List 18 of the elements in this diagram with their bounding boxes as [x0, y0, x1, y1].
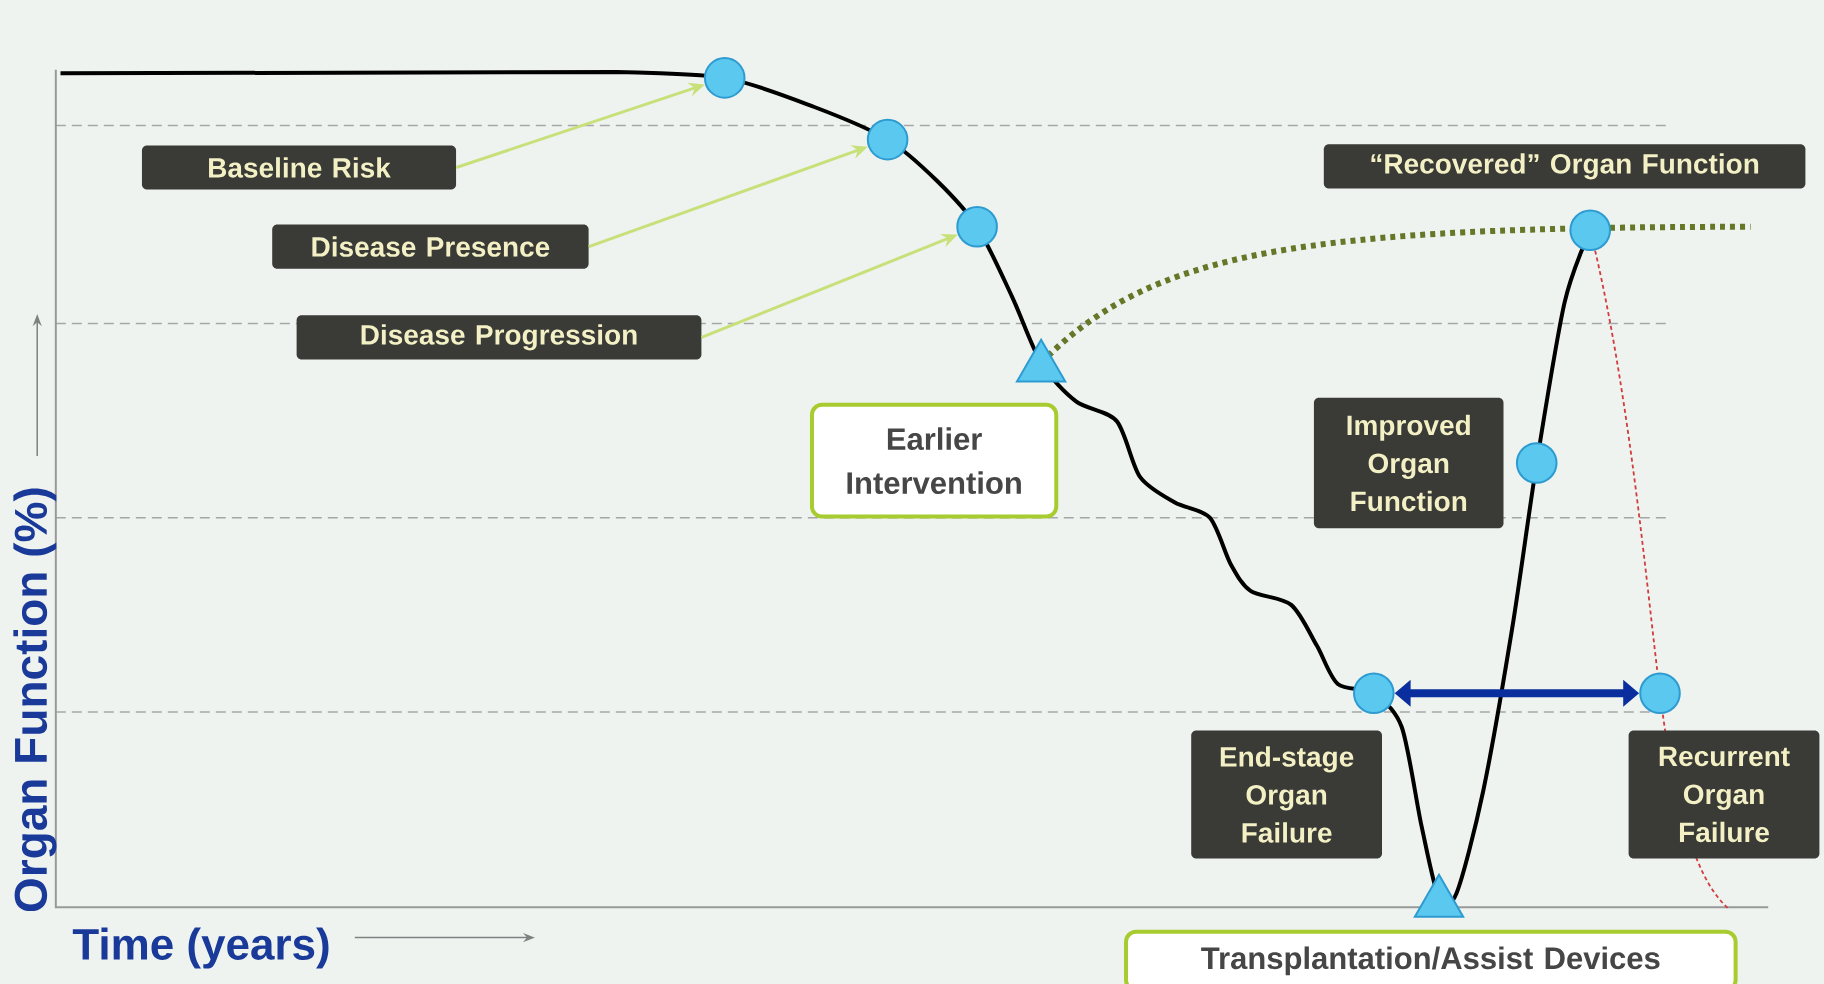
- label-box: Disease Presence: [272, 224, 589, 269]
- axis-label: Time (years): [72, 927, 329, 969]
- marker-circle: [1515, 442, 1558, 484]
- marker-circle: [1353, 672, 1395, 715]
- label-box: “Recovered” Organ Function: [1323, 144, 1806, 189]
- marker-circle: [1569, 209, 1611, 252]
- marker-circle: [866, 118, 909, 161]
- label-box: Improved Organ Function: [1313, 397, 1504, 529]
- marker-circle: [703, 57, 746, 99]
- label-box: Baseline Risk: [141, 145, 457, 190]
- marker-circle: [956, 206, 998, 248]
- marker-circle: [1639, 672, 1681, 715]
- axis-label: Organ Function (%): [13, 488, 57, 912]
- label-box: Disease Progression: [296, 315, 702, 360]
- callout-box: Earlier Intervention: [809, 402, 1059, 519]
- label-box: Recurrent Organ Failure: [1628, 730, 1820, 859]
- label-box: End-stage Organ Failure: [1191, 730, 1382, 859]
- callout-box: Transplantation/Assist Devices: [1124, 929, 1738, 984]
